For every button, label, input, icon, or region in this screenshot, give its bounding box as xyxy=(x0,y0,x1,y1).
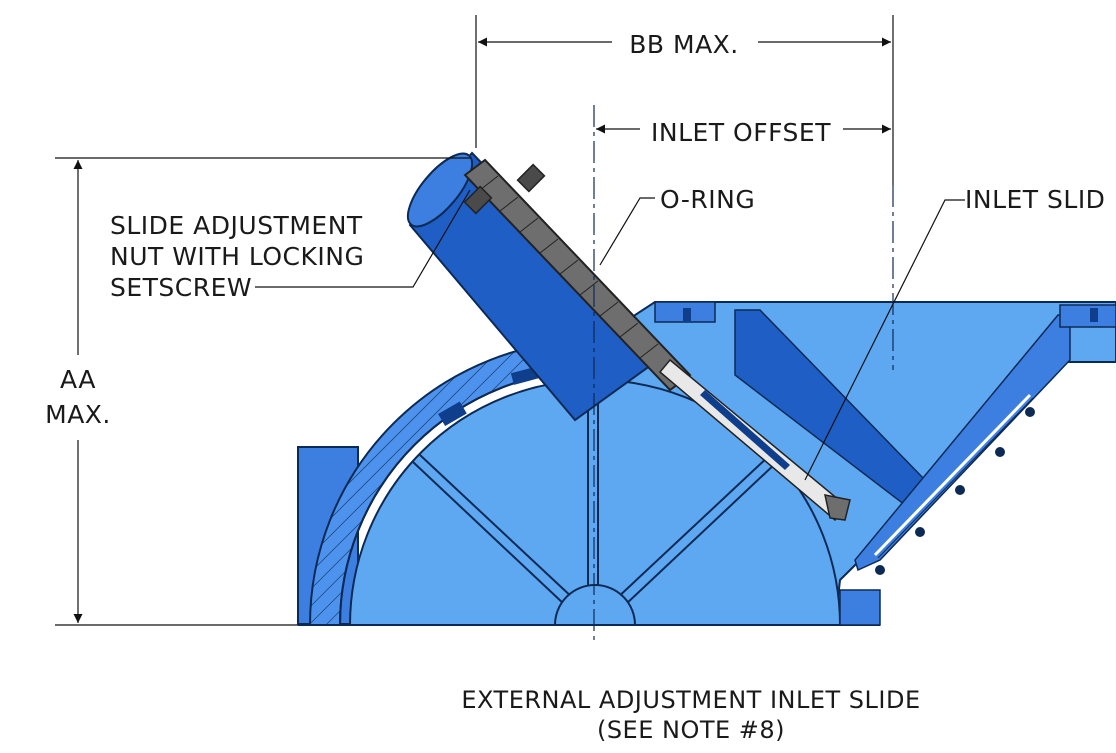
dimension-aa xyxy=(55,157,470,626)
aa-max-label: MAX. xyxy=(45,400,111,429)
aa-label: AA xyxy=(60,365,96,394)
caption-title: EXTERNAL ADJUSTMENT INLET SLIDE xyxy=(461,686,920,714)
inlet-slide-bar xyxy=(463,158,851,522)
valve-body xyxy=(297,301,1116,626)
inlet-slide-label: INLET SLID xyxy=(965,185,1105,214)
rotor-hub xyxy=(553,584,637,626)
slide-adjustment-label-2: NUT WITH LOCKING xyxy=(110,242,364,271)
caption-note: (SEE NOTE #8) xyxy=(597,716,785,744)
slide-adjustment-label-3: SETSCREW xyxy=(110,273,252,302)
inlet-slide-leader xyxy=(804,199,965,481)
inlet-offset-label: INLET OFFSET xyxy=(651,118,831,147)
slide-adjustment-leader xyxy=(255,189,471,288)
dimension-bb xyxy=(475,15,894,185)
o-ring-leader xyxy=(599,197,655,266)
rotor-spokes xyxy=(412,385,778,606)
o-ring-label: O-RING xyxy=(660,185,755,214)
bb-max-label: BB MAX. xyxy=(629,30,739,59)
slide-adjustment-label-1: SLIDE ADJUSTMENT xyxy=(110,211,363,240)
